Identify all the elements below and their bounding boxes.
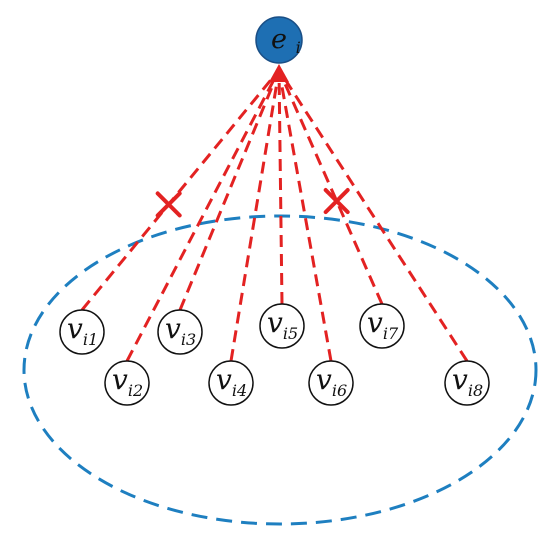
- vertex-node-i4: vi4: [208, 360, 254, 406]
- vertex-node-circle: [359, 303, 405, 349]
- vertex-node-subscript: i8: [468, 381, 483, 400]
- vertex-node-subscript: i7: [383, 324, 399, 343]
- vertex-node-circle: [104, 360, 150, 406]
- vertex-node-label: vi8: [452, 363, 483, 400]
- edge-i8: [277, 69, 469, 362]
- vertex-node-circle: [208, 360, 254, 406]
- vertex-node-main: v: [67, 312, 83, 345]
- edge-i5: [277, 69, 284, 305]
- vertex-node-subscript: i4: [232, 381, 247, 400]
- vertex-node-subscript: i5: [283, 324, 298, 343]
- vertex-group-outline: [22, 214, 538, 526]
- vertex-node-label: vi3: [165, 312, 196, 349]
- vertex-node-label: vi2: [112, 363, 143, 400]
- vertex-node-circle: [59, 309, 105, 355]
- vertex-node-i8: vi8: [444, 360, 490, 406]
- hub-node-subscript: i: [296, 38, 301, 57]
- vertex-node-label: vi6: [316, 363, 347, 400]
- vertex-node-subscript: i2: [128, 381, 143, 400]
- vertex-node-circle: [444, 360, 490, 406]
- vertex-node-subscript: i3: [181, 330, 196, 349]
- vertex-node-circle: [259, 303, 305, 349]
- vertex-node-main: v: [216, 363, 232, 396]
- vertex-node-i2: vi2: [104, 360, 150, 406]
- vertex-node-i5: vi5: [259, 303, 305, 349]
- cut-marks-group: [155, 188, 350, 218]
- hub-node-circle: [255, 16, 303, 64]
- vertex-node-subscript: i1: [83, 330, 98, 349]
- vertex-node-main: v: [112, 363, 128, 396]
- vertex-node-main: v: [165, 312, 181, 345]
- vertex-node-label: vi5: [267, 306, 298, 343]
- svg-text:e i: e i: [271, 24, 301, 57]
- vertex-node-main: v: [452, 363, 468, 396]
- edge-i2: [125, 69, 281, 362]
- hub-node: e i: [255, 16, 303, 64]
- edge-i3: [178, 69, 281, 311]
- vertex-node-main: v: [367, 306, 383, 339]
- edge-i1: [80, 69, 281, 311]
- vertex-node-main: v: [267, 306, 283, 339]
- vertex-node-label: vi4: [216, 363, 247, 400]
- vertex-node-i7: vi7: [359, 303, 405, 349]
- vertex-node-label: vi1: [67, 312, 98, 349]
- vertex-node-subscript: i6: [332, 381, 347, 400]
- edges-group: [80, 64, 469, 362]
- vertex-node-circle: [308, 360, 354, 406]
- vertex-node-label: vi7: [367, 306, 399, 343]
- cut-mark-i1: [155, 191, 182, 218]
- cut-mark-i7: [323, 188, 350, 215]
- vertex-node-i1: vi1: [59, 309, 105, 355]
- edge-i6: [277, 69, 333, 362]
- arrowhead-icon: [269, 64, 289, 82]
- vertex-node-i3: vi3: [157, 309, 203, 355]
- edge-i4: [229, 69, 281, 362]
- vertex-node-i6: vi6: [308, 360, 354, 406]
- hub-node-label: e: [271, 24, 287, 55]
- edge-i7: [277, 69, 384, 305]
- vertex-node-circle: [157, 309, 203, 355]
- vertex-node-main: v: [316, 363, 332, 396]
